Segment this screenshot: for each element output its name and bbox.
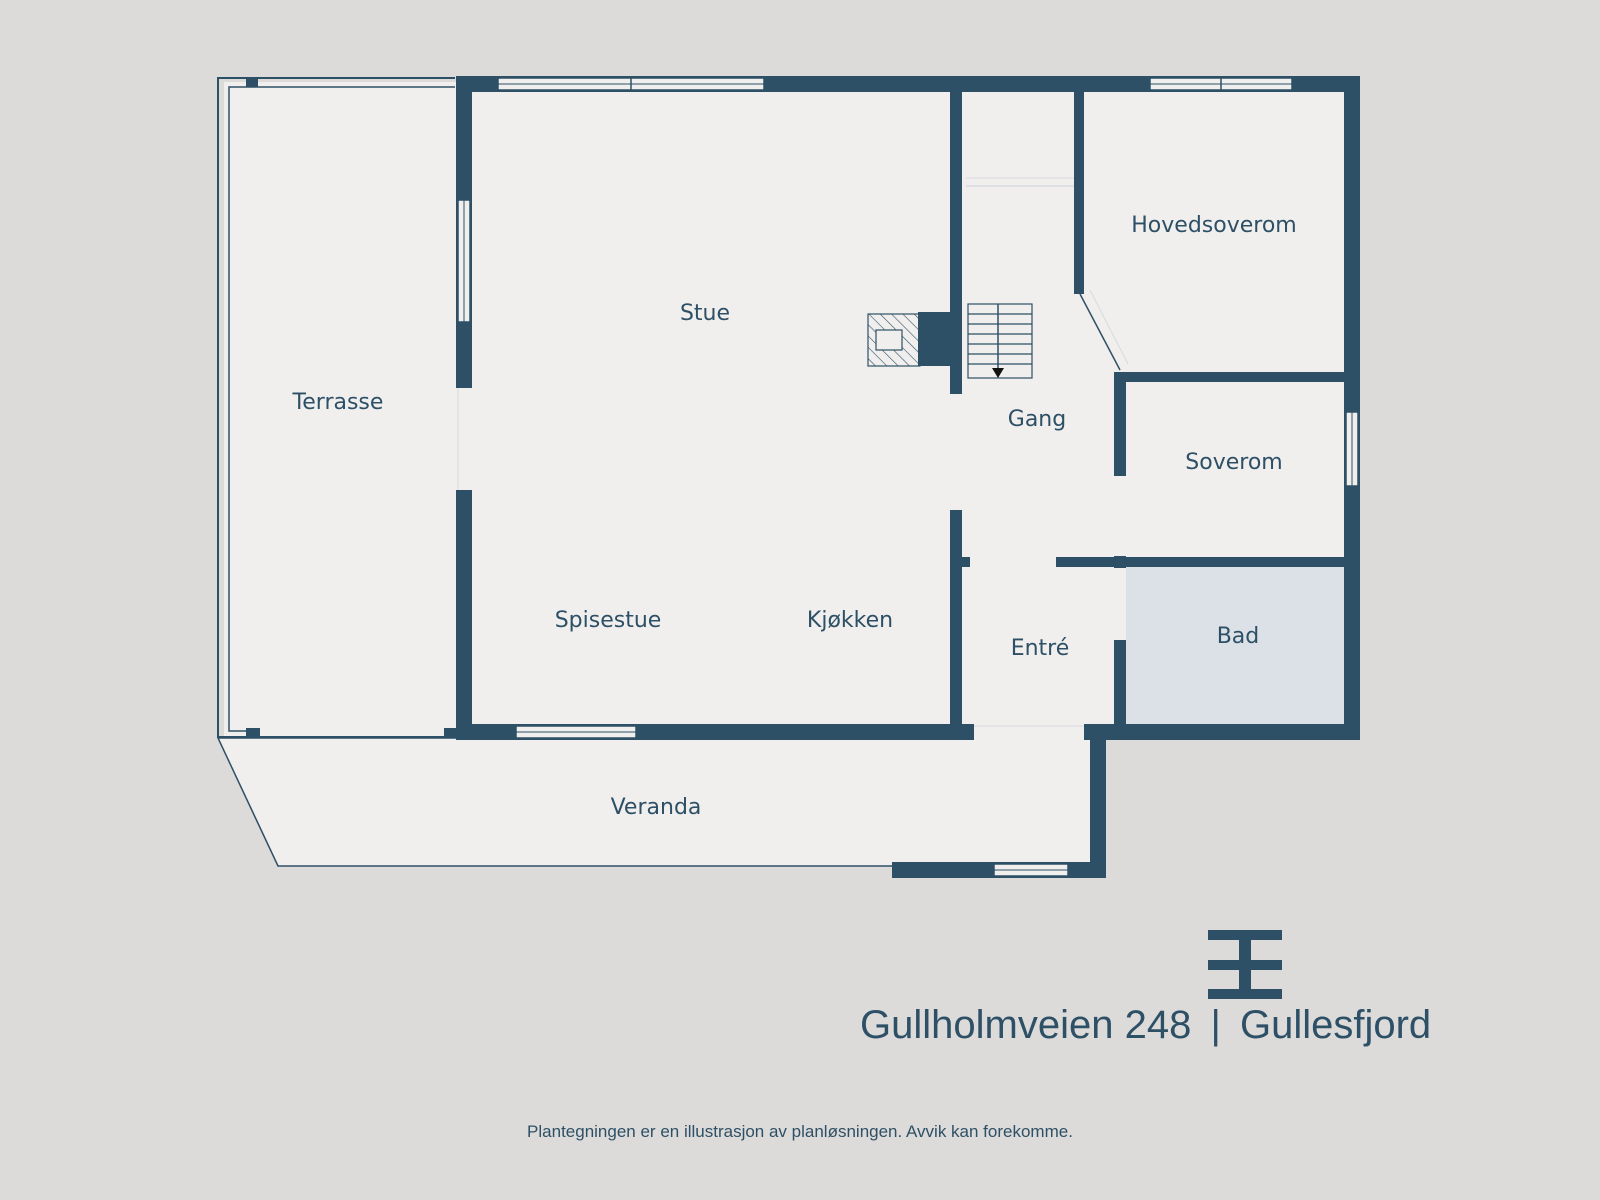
room-label-terrasse: Terrasse bbox=[292, 390, 384, 415]
room-label-soverom: Soverom bbox=[1185, 450, 1282, 475]
room-label-veranda: Veranda bbox=[611, 795, 702, 820]
bad-floor bbox=[1126, 566, 1344, 724]
door-opening bbox=[1114, 476, 1126, 556]
room-label-kjokken: Kjøkken bbox=[807, 608, 893, 633]
fireplace bbox=[867, 313, 921, 367]
address-title: Gullholmveien 248 | Gullesfjord bbox=[860, 1003, 1460, 1048]
room-label-hovedsoverom: Hovedsoverom bbox=[1131, 213, 1296, 238]
hovedsoverom-floor bbox=[1080, 92, 1344, 372]
front-door-opening bbox=[974, 724, 1084, 740]
door-opening bbox=[456, 388, 472, 490]
room-label-stue: Stue bbox=[680, 301, 730, 326]
building-logo-icon bbox=[1208, 930, 1282, 999]
main-room-floor bbox=[466, 92, 956, 724]
door-opening bbox=[1114, 568, 1126, 640]
openings bbox=[456, 77, 1359, 877]
address-separator: | bbox=[1210, 1003, 1221, 1047]
door-opening bbox=[950, 394, 962, 510]
terrasse-floor bbox=[224, 82, 460, 738]
disclaimer-text: Plantegningen er en illustrasjon av plan… bbox=[527, 1122, 1073, 1141]
room-labels: Terrasse Stue Spisestue Kjøkken Gang Hov… bbox=[292, 213, 1297, 820]
diagonal-door bbox=[1079, 293, 1121, 371]
room-label-bad: Bad bbox=[1217, 624, 1260, 649]
floor-areas bbox=[216, 82, 1344, 867]
soverom-floor bbox=[1126, 380, 1344, 558]
room-label-gang: Gang bbox=[1008, 407, 1066, 432]
terrasse-railing bbox=[217, 77, 462, 738]
door-opening bbox=[972, 557, 1056, 567]
room-label-spisestue: Spisestue bbox=[555, 608, 662, 633]
room-label-entre: Entré bbox=[1011, 636, 1070, 661]
address-street: Gullholmveien 248 bbox=[860, 1003, 1192, 1047]
stairs bbox=[967, 303, 1033, 379]
address-place: Gullesfjord bbox=[1239, 1003, 1432, 1047]
